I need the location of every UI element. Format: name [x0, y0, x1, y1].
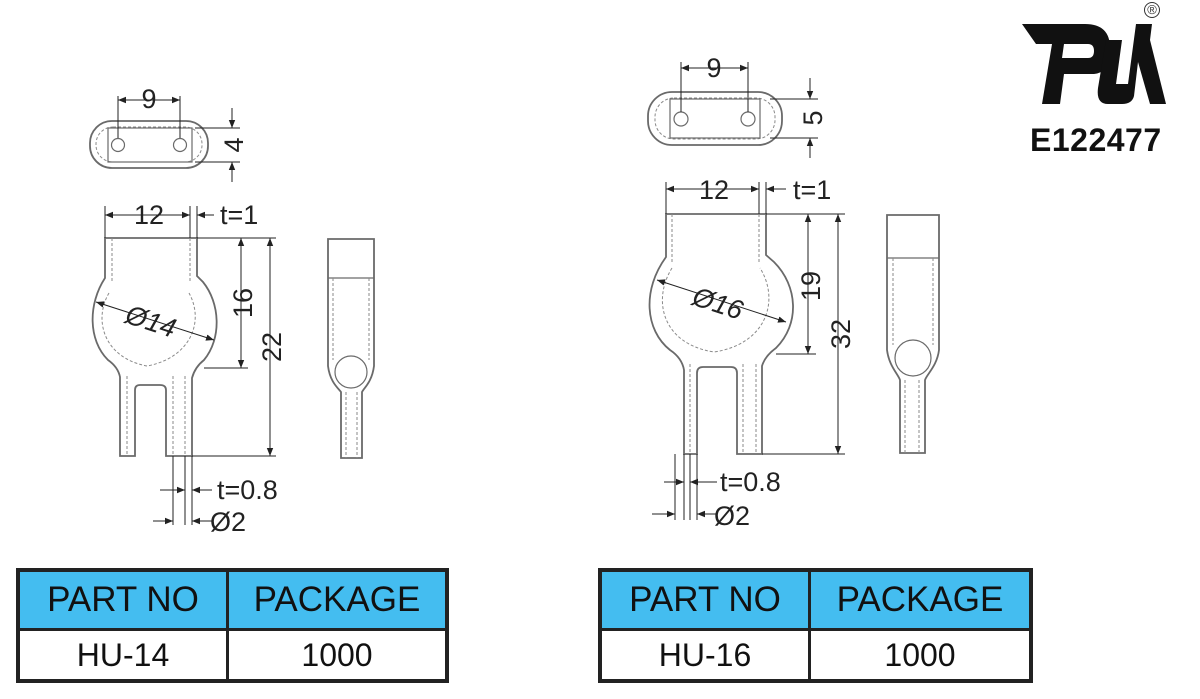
- hu14-top-height-label: 4: [219, 137, 249, 152]
- hu16-part-no-header: PART NO: [602, 572, 808, 628]
- hu14-width-label: 12: [134, 200, 164, 230]
- hu14-leg-thickness-label: t=0.8: [217, 475, 278, 505]
- hu14-part-no-header: PART NO: [20, 572, 226, 628]
- hu14-front-view: 12 t=1 Ø14 16 22 t=0.8 Ø2: [91, 200, 287, 537]
- ul-recognized-logo: [1022, 24, 1166, 104]
- part-hu14-drawing: 9 4 12 t=1 Ø14: [89, 84, 375, 537]
- hu16-part-no-value: HU-16: [602, 631, 808, 679]
- hu14-upper-height-label: 16: [228, 288, 258, 318]
- hu16-package-header: PACKAGE: [811, 572, 1029, 628]
- hu14-diameter-label: Ø14: [121, 299, 180, 344]
- hu16-side-view: [886, 214, 940, 454]
- hu16-spec-table: PART NO PACKAGE HU-16 1000: [598, 568, 1033, 683]
- ul-certificate-code: E122477: [1030, 122, 1162, 158]
- hu14-package-value: 1000: [229, 631, 445, 679]
- hu16-hole-spacing-label: 9: [706, 53, 721, 83]
- hu14-part-no-value: HU-14: [20, 631, 226, 679]
- hu16-top-height-label: 5: [798, 110, 828, 125]
- hu14-spec-table: PART NO PACKAGE HU-14 1000: [16, 568, 449, 683]
- hu16-thickness-label: t=1: [793, 175, 831, 205]
- hu16-width-label: 12: [699, 175, 729, 205]
- hu16-upper-height-label: 19: [796, 271, 826, 301]
- hu14-thickness-label: t=1: [220, 200, 258, 230]
- hu14-side-view: [327, 238, 375, 459]
- registered-mark: ®: [1144, 2, 1160, 18]
- hu14-hole-spacing-label: 9: [141, 84, 156, 114]
- hu16-package-value: 1000: [811, 631, 1029, 679]
- hu14-package-header: PACKAGE: [229, 572, 445, 628]
- hu16-leg-thickness-label: t=0.8: [720, 467, 781, 497]
- hu16-diameter-label: Ø16: [688, 281, 748, 326]
- hu14-total-height-label: 22: [257, 332, 287, 362]
- hu14-top-view: 9 4: [89, 84, 249, 182]
- hu16-total-height-label: 32: [826, 319, 856, 349]
- hu16-top-view: 9 5: [647, 53, 828, 158]
- hu16-front-view: 12 t=1 Ø16 19 32 t=0.8 Ø2: [648, 175, 856, 531]
- hu16-leg-diameter-label: Ø2: [714, 501, 750, 531]
- part-hu16-drawing: 9 5 12 t=1 Ø16: [647, 53, 940, 531]
- hu14-leg-diameter-label: Ø2: [210, 507, 246, 537]
